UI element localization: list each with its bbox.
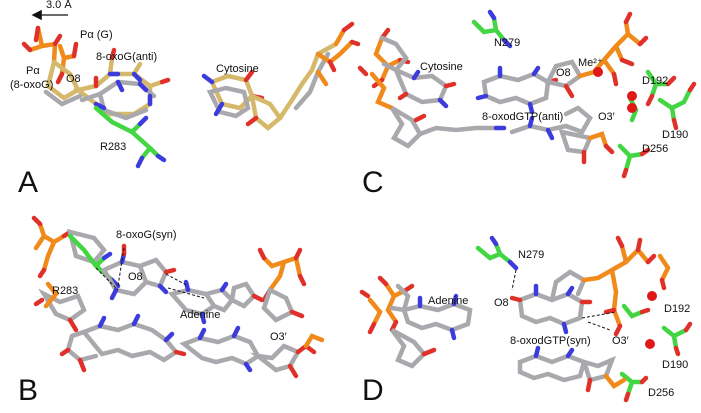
scale-bar-label: 3.0 Å — [46, 0, 72, 11]
panel-c-label-d256: D256 — [642, 143, 668, 155]
panel-a-letter: A — [18, 166, 38, 199]
panel-d-label-adenine: Adenine — [428, 295, 468, 307]
panel-b-label-r283: R283 — [52, 285, 78, 297]
panel-a-label-8oxog-anti: 8-oxoG(anti) — [96, 51, 157, 63]
panel-d-letter: D — [362, 374, 384, 407]
panel-d-label-n279: N279 — [518, 249, 544, 261]
panel-a: Pα (G) Pα (8-oxoG) O8 8-oxoG(anti) Cytos… — [10, 21, 361, 199]
scale-bar: 3.0 Å — [31, 0, 72, 21]
metal-ion — [627, 91, 637, 101]
panel-b-label-8oxog-syn: 8-oxoG(syn) — [116, 229, 177, 241]
panel-d-label-d256: D256 — [648, 387, 674, 399]
panel-d-label-o3prime: O3′ — [612, 335, 629, 347]
panel-c-label-d190: D190 — [662, 129, 688, 141]
panel-a-label-8oxog: (8-oxoG) — [10, 79, 53, 91]
panel-d-label-d190: D190 — [662, 359, 688, 371]
panel-a-label-palpha: Pα — [26, 65, 40, 77]
panel-a-label-o8: O8 — [66, 73, 81, 85]
panel-d: N279 O8 Adenine D192 8-oxodGTP(syn) O3′ … — [359, 235, 693, 407]
metal-ion — [627, 103, 637, 113]
panel-c-label-metal: Me²⁺ — [578, 57, 603, 69]
metal-ion — [645, 339, 655, 349]
metal-ion — [593, 67, 603, 77]
panel-d-label-o8: O8 — [494, 297, 509, 309]
panel-b-label-o3prime: O3′ — [270, 331, 287, 343]
panel-c-label-cytosine: Cytosine — [420, 61, 463, 73]
panel-c-label-o3prime: O3′ — [598, 111, 615, 123]
panel-c-label-d192: D192 — [642, 75, 668, 87]
panel-a-label-cytosine: Cytosine — [216, 63, 259, 75]
panel-c-label-8oxodgtp-anti: 8-oxodGTP(anti) — [482, 111, 563, 123]
panel-a-label-palpha-g: Pα (G) — [80, 29, 113, 41]
metal-ion — [647, 291, 657, 301]
panel-b-letter: B — [18, 374, 38, 407]
panel-d-label-d192: D192 — [664, 303, 690, 315]
panel-c: N279 Cytosine O8 Me²⁺ 8-oxodGTP(anti) D1… — [357, 9, 697, 199]
panel-b-label-o8: O8 — [128, 271, 143, 283]
panel-d-label-8oxodgtp-syn: 8-oxodGTP(syn) — [510, 335, 591, 347]
panel-c-letter: C — [362, 166, 384, 199]
panel-b: 8-oxoG(syn) O8 R283 Adenine O3′ B — [18, 215, 325, 407]
panel-b-label-adenine: Adenine — [180, 309, 220, 321]
panel-c-label-n279: N279 — [494, 37, 520, 49]
panel-c-label-o8: O8 — [556, 67, 571, 79]
panel-a-label-r283: R283 — [100, 141, 126, 153]
